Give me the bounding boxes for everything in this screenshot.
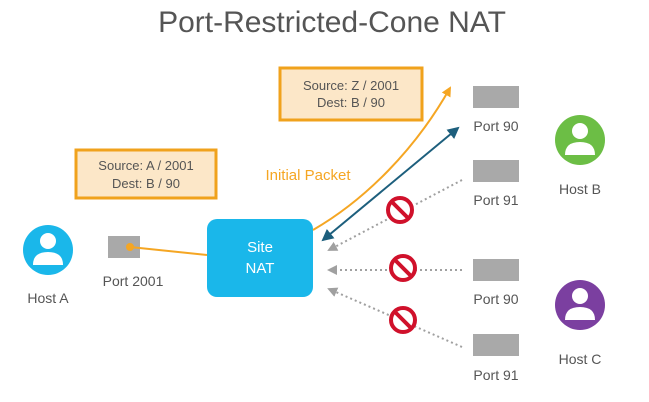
source-to-nat-line — [129, 246, 208, 256]
return-path-arrow — [321, 126, 460, 242]
person-icon — [555, 280, 605, 330]
inside-packet-box: Source: A / 2001 Dest: B / 90 — [74, 148, 218, 200]
host-b-port-91-label: Port 91 — [473, 192, 518, 208]
host-a-label: Host A — [27, 290, 69, 306]
host-c-port-91-label: Port 91 — [473, 367, 518, 383]
inside-box-dest: Dest: B / 90 — [112, 176, 180, 191]
host-b-port-90-label: Port 90 — [473, 118, 518, 134]
host-c-port-91: Port 91 — [473, 334, 519, 383]
source-port-label: Port 2001 — [103, 273, 164, 289]
block-icon — [386, 196, 414, 224]
source-port: Port 2001 — [103, 236, 164, 289]
host-c: Host C — [555, 280, 605, 367]
block-icon — [389, 254, 417, 282]
outside-box-source: Source: Z / 2001 — [303, 78, 399, 93]
blocked-arrow-host-c-91 — [327, 287, 463, 348]
nat-label-line1: Site — [247, 239, 273, 256]
inside-box-source: Source: A / 2001 — [98, 158, 193, 173]
host-b-port-91: Port 91 — [473, 160, 519, 208]
outside-box-dest: Dest: B / 90 — [317, 95, 385, 110]
host-b-port-90: Port 90 — [473, 86, 519, 134]
person-icon — [23, 225, 73, 275]
host-c-label: Host C — [559, 351, 602, 367]
source-dot — [126, 243, 134, 251]
outside-packet-box: Source: Z / 2001 Dest: B / 90 — [278, 66, 424, 122]
host-c-port-90-label: Port 90 — [473, 291, 518, 307]
block-icon — [389, 306, 417, 334]
host-a: Host A — [23, 225, 73, 306]
initial-packet-label: Initial Packet — [265, 167, 351, 184]
host-b-label: Host B — [559, 181, 601, 197]
site-nat: Site NAT — [207, 219, 313, 297]
page-title: Port-Restricted-Cone NAT — [158, 6, 506, 39]
host-c-port-90: Port 90 — [473, 259, 519, 307]
host-b: Host B — [555, 115, 605, 197]
nat-label-line2: NAT — [246, 260, 275, 277]
person-icon — [555, 115, 605, 165]
